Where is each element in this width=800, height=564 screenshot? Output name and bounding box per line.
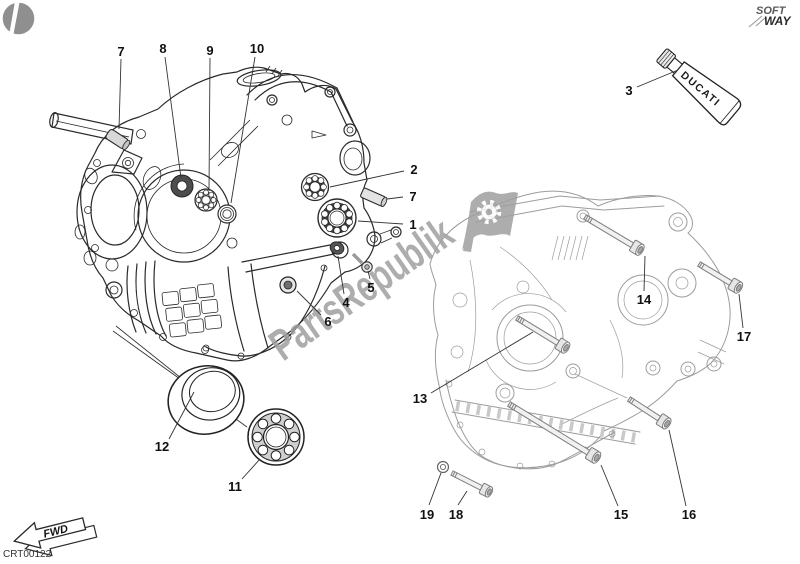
- bearing-9: [194, 188, 218, 212]
- softway-line2: WAY: [764, 14, 791, 28]
- watermark: PartsRepublik: [261, 191, 518, 370]
- callout-6-label: 6: [324, 314, 331, 329]
- bolt-17: [696, 261, 744, 294]
- diagram-code: CRT00122: [3, 549, 52, 560]
- rib-grid: [161, 283, 223, 338]
- callout-11-label: 11: [228, 479, 242, 494]
- gear-flag-icon: [476, 199, 502, 225]
- callout-12-label: 12: [155, 439, 169, 454]
- bolt-18: [450, 470, 494, 498]
- callout-5-label: 5: [367, 280, 374, 295]
- right-crankcase-half: [429, 190, 731, 470]
- sealant-tube: DUCATI: [656, 48, 742, 126]
- seal-10: [217, 204, 237, 224]
- callout-1-label: 1: [409, 217, 416, 232]
- callout-14-label: 14: [637, 292, 652, 307]
- bolt-16: [626, 396, 672, 430]
- callout-10-label: 10: [250, 41, 264, 56]
- callout-7-right-label: 7: [409, 189, 416, 204]
- bearing-2: [300, 172, 330, 202]
- cylinder-opening: [236, 65, 283, 87]
- callout-2-label: 2: [410, 162, 417, 177]
- callout-7-left-label: 7: [117, 44, 124, 59]
- callout-17-label: 17: [737, 329, 751, 344]
- washer-19: [436, 460, 450, 474]
- bolt-14: [582, 214, 645, 256]
- plug-6: [279, 276, 297, 294]
- callout-19-label: 19: [420, 507, 434, 522]
- callout-3-label: 3: [625, 83, 632, 98]
- callout-8-label: 8: [159, 41, 166, 56]
- callout-15-label: 15: [614, 507, 628, 522]
- sump-ribs: [455, 401, 638, 443]
- callout-9-label: 9: [206, 43, 213, 58]
- leader-lines: [118, 56, 744, 507]
- bolt-15: [506, 401, 602, 464]
- seal-8: [170, 174, 194, 198]
- washer-4: [329, 241, 345, 255]
- screw-5: [351, 252, 373, 273]
- callout-16-label: 16: [682, 507, 696, 522]
- fwd-label: FWD: [42, 523, 69, 541]
- callout-13-label: 13: [413, 391, 427, 406]
- callout-4-label: 4: [342, 295, 350, 310]
- bearing-1: [317, 198, 357, 238]
- bearing-11: [247, 408, 305, 466]
- softway-swoosh-icon: [748, 15, 766, 28]
- softway-logo: SOFT WAY: [748, 5, 791, 28]
- callout-18-label: 18: [449, 507, 463, 522]
- brand-roundel-icon: [2, 1, 35, 35]
- left-gasket-holes: [84, 159, 328, 360]
- dowel-pin-left: [105, 128, 131, 151]
- bearing-race-12: [167, 365, 245, 435]
- fwd-arrow-icon: FWD: [12, 517, 98, 557]
- dowel-pin-right: [360, 187, 388, 207]
- bolt-13: [514, 315, 571, 354]
- watermark-flag: [462, 191, 518, 250]
- softway-line1: SOFT: [756, 5, 787, 17]
- callout-labels: 7 8 9 10 2 7 1 5 4 6 3 13 12 11 14 17 19…: [117, 41, 751, 522]
